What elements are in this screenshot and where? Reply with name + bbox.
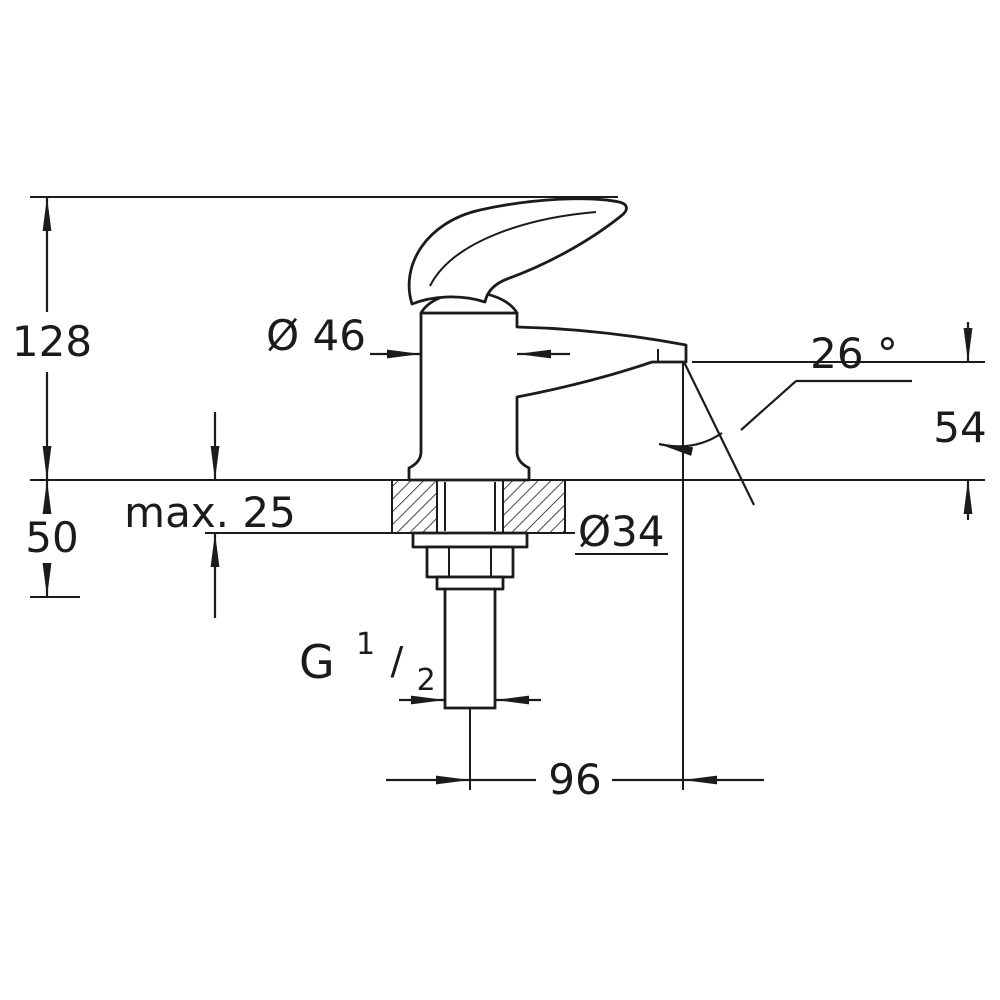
dimension-spout-height: 54	[933, 322, 987, 520]
thread-denominator: 2	[417, 663, 436, 698]
angle-arc-arrow	[658, 432, 723, 456]
mounting-nut	[425, 545, 515, 579]
dim-hole-diameter-label: Ø34	[578, 507, 665, 556]
dimension-spout-angle: 26 °	[658, 329, 912, 506]
angle-reference-line	[683, 361, 755, 506]
mounting-washer	[411, 531, 529, 549]
dim-spout-angle-label: 26 °	[810, 329, 898, 378]
thread-prefix: G	[299, 635, 335, 689]
deck-hatch-right	[503, 481, 565, 533]
dim-spout-projection-label: 96	[548, 755, 601, 804]
dim-spout-height-label: 54	[933, 403, 986, 452]
lever-handle	[407, 197, 628, 306]
extension-lines	[30, 196, 985, 790]
dim-total-height-label: 128	[12, 317, 92, 366]
dim-deck-thickness-label: max. 25	[124, 488, 296, 537]
dim-thread-size-label: G 1 / 2	[299, 615, 436, 698]
dimension-deck-thickness: max. 25	[124, 412, 296, 618]
dimension-hole-diameter: Ø34	[578, 507, 665, 556]
deck-cross-section	[391, 480, 566, 533]
dim-below-deck-label: 50	[25, 513, 78, 562]
faucet-outline	[407, 197, 688, 482]
thread-slash: /	[390, 639, 403, 683]
dimension-body-diameter: Ø 46	[266, 311, 570, 360]
dimension-projection: 96	[386, 755, 764, 804]
thread-numerator: 1	[356, 627, 375, 662]
lever-crease-line	[429, 211, 597, 287]
dimension-total-height: 128	[12, 197, 92, 480]
angle-leader-line	[740, 380, 797, 431]
dim-body-diameter-label: Ø 46	[266, 311, 366, 360]
dimension-below-deck: 50	[25, 480, 79, 597]
dimension-thread: G 1 / 2	[299, 615, 541, 705]
under-deck-mounting	[411, 531, 529, 710]
faucet-body-and-spout	[407, 311, 688, 482]
deck-hatch-left	[392, 481, 437, 533]
shank-collar	[435, 575, 505, 591]
